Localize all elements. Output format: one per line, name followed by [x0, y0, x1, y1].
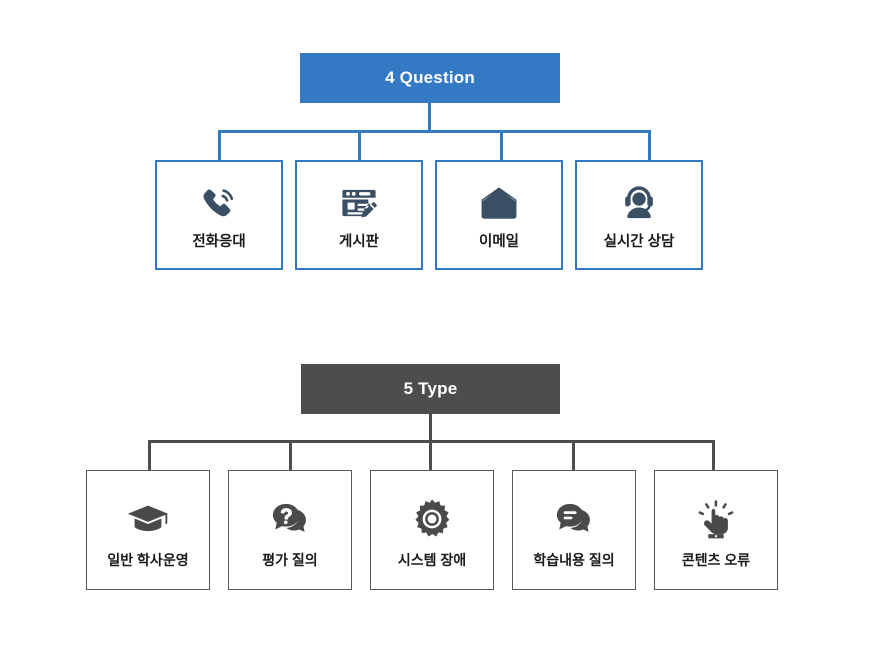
gear-icon	[409, 494, 455, 544]
node-label: 평가 질의	[262, 551, 318, 568]
chat-speech-bubble-icon	[552, 494, 596, 544]
node-live-chat[interactable]: 실시간 상담	[575, 160, 703, 270]
question-speech-bubble-icon	[268, 494, 312, 544]
node-system-failure[interactable]: 시스템 장애	[370, 470, 494, 590]
node-label: 이메일	[478, 234, 520, 251]
graduation-cap-icon	[125, 494, 171, 544]
bulletin-board-edit-icon	[338, 180, 380, 226]
types-stem-connector	[429, 414, 432, 442]
questions-section: 4 Question 전화응대	[155, 53, 703, 270]
node-label: 일반 학사운영	[107, 551, 189, 568]
questions-drop-connector-3	[500, 130, 503, 162]
tap-hand-click-icon	[694, 494, 738, 544]
types-header-bar: 5 Type	[301, 364, 560, 414]
node-general-academic[interactable]: 일반 학사운영	[86, 470, 210, 590]
types-drop-connector-1	[148, 440, 151, 472]
node-label: 학습내용 질의	[533, 551, 615, 568]
node-phone-response[interactable]: 전화응대	[155, 160, 283, 270]
questions-stem-connector	[428, 103, 431, 133]
types-node-row: 일반 학사운영 평가 질의	[86, 470, 778, 590]
types-drop-connector-4	[572, 440, 575, 472]
node-assessment-inquiry[interactable]: 평가 질의	[228, 470, 352, 590]
types-drop-connector-5	[712, 440, 715, 472]
phone-ring-icon	[198, 180, 240, 226]
questions-drop-connector-2	[358, 130, 361, 162]
node-label: 실시간 상담	[603, 234, 675, 251]
types-section: 5 Type 일반 학사운영	[0, 330, 890, 653]
node-content-inquiry[interactable]: 학습내용 질의	[512, 470, 636, 590]
questions-header-bar: 4 Question	[300, 53, 560, 103]
node-label: 전화응대	[192, 234, 246, 251]
types-drop-connector-3	[429, 440, 432, 472]
types-drop-connector-2	[289, 440, 292, 472]
node-content-error[interactable]: 콘텐츠 오류	[654, 470, 778, 590]
node-label: 게시판	[338, 234, 380, 251]
open-envelope-icon	[477, 180, 521, 226]
questions-drop-connector-4	[648, 130, 651, 162]
headset-agent-icon	[618, 180, 660, 226]
node-bulletin-board[interactable]: 게시판	[295, 160, 423, 270]
node-label: 시스템 장애	[397, 551, 467, 568]
questions-drop-connector-1	[218, 130, 221, 162]
node-email[interactable]: 이메일	[435, 160, 563, 270]
questions-node-row: 전화응대 게시판	[155, 160, 703, 270]
questions-bus-connector	[218, 130, 651, 133]
node-label: 콘텐츠 오류	[681, 551, 751, 568]
